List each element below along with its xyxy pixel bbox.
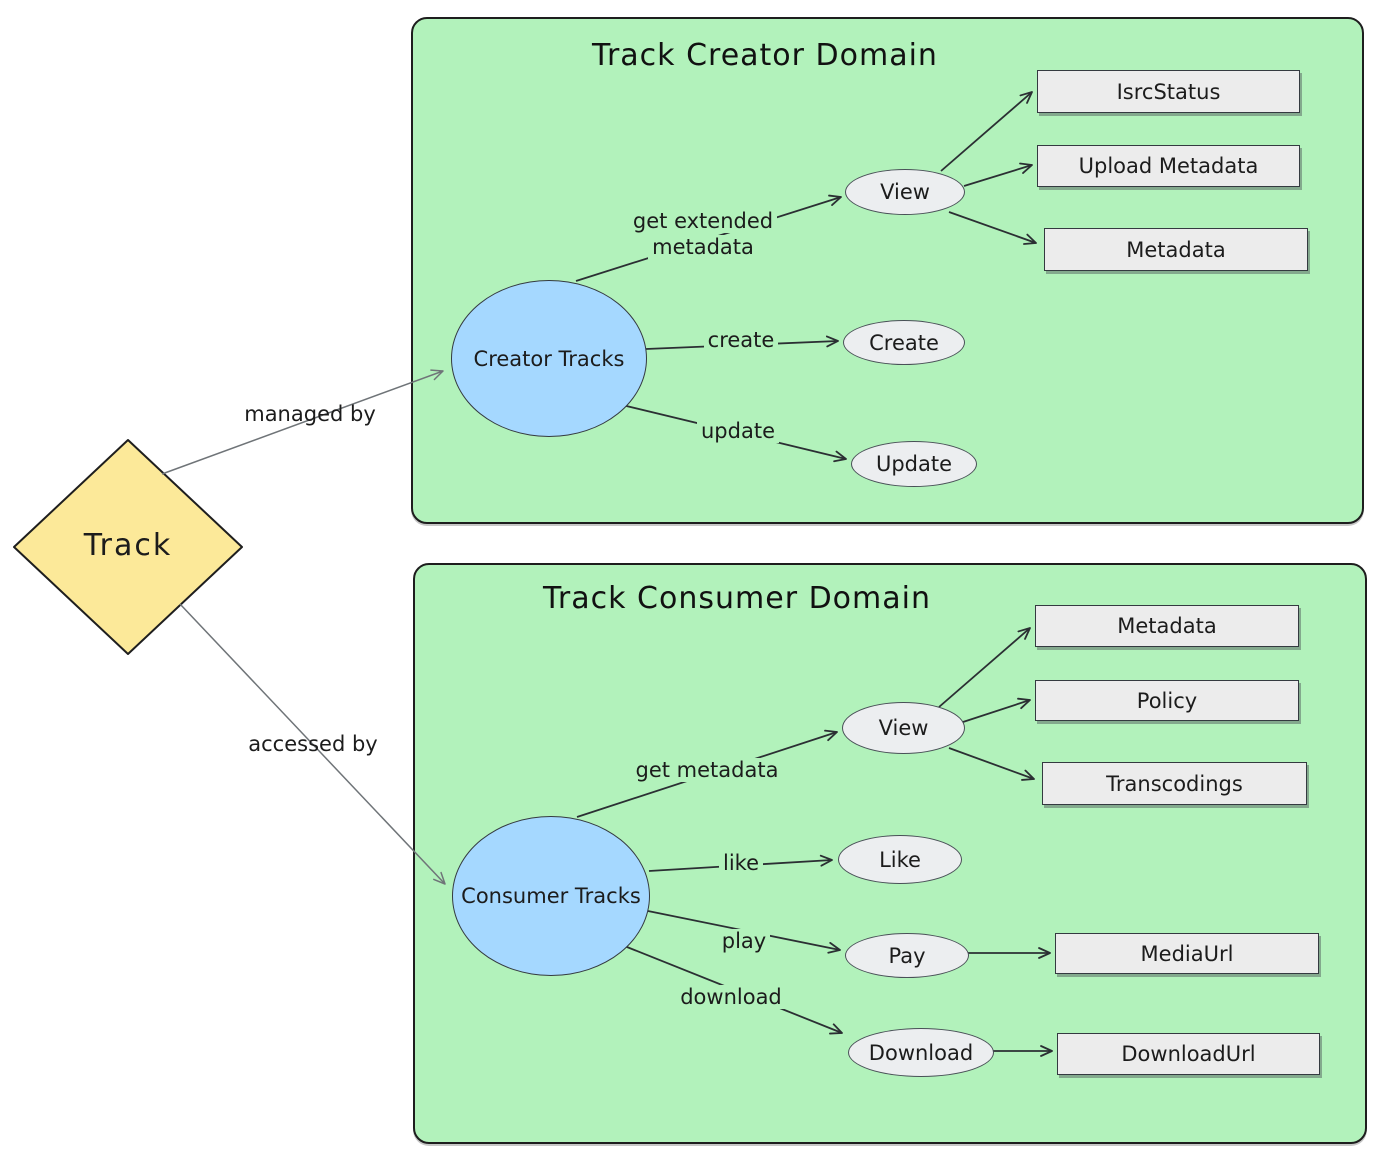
play-edge-label: play: [694, 928, 794, 954]
track-entity-diamond[interactable]: [13, 439, 243, 655]
managed-by-edge-label: managed by: [244, 402, 376, 426]
consumer-metadata-label: Metadata: [1117, 614, 1217, 638]
update-edge-text: update: [697, 419, 779, 443]
get-extended-line1: get extended: [628, 209, 778, 233]
isrcstatus-label: IsrcStatus: [1116, 79, 1221, 104]
download-edge-text: download: [676, 985, 786, 1009]
creator-create-usecase[interactable]: Create: [843, 320, 965, 365]
edge-view-upload-metadata: [963, 162, 1033, 187]
edge-view-policy: [962, 697, 1031, 723]
pay-usecase-label: Pay: [888, 943, 926, 968]
download-usecase-label: Download: [868, 1040, 974, 1065]
accessed-by-edge-label: accessed by: [248, 732, 378, 756]
edge-view-metadata-creator: [948, 211, 1037, 245]
transcodings-label: Transcodings: [1106, 771, 1243, 796]
creator-view-label: View: [880, 180, 930, 204]
upload-metadata-box[interactable]: Upload Metadata: [1037, 145, 1300, 187]
edge-managed-by: [161, 369, 444, 475]
creator-update-usecase[interactable]: Update: [851, 441, 977, 487]
download-edge-label: download: [651, 984, 811, 1010]
creator-domain-title: Track Creator Domain: [592, 38, 938, 73]
isrcstatus-box[interactable]: IsrcStatus: [1037, 70, 1300, 113]
creator-tracks-label: Creator Tracks: [473, 346, 625, 371]
creator-tracks-actor[interactable]: Creator Tracks: [451, 280, 647, 437]
creator-view-usecase[interactable]: View: [845, 169, 965, 215]
edge-view-isrcstatus: [940, 91, 1033, 172]
creator-update-label: Update: [875, 452, 953, 476]
edge-view-transcodings: [948, 747, 1035, 781]
consumer-tracks-actor[interactable]: Consumer Tracks: [452, 816, 650, 976]
transcodings-box[interactable]: Transcodings: [1042, 762, 1307, 805]
consumer-domain-title: Track Consumer Domain: [543, 581, 931, 616]
policy-label: Policy: [1136, 688, 1198, 713]
downloadurl-box[interactable]: DownloadUrl: [1057, 1033, 1320, 1075]
edge-view-metadata-consumer: [938, 627, 1031, 708]
like-edge-text: like: [718, 851, 763, 875]
get-extended-metadata-edge-label: get extended metadata: [603, 208, 803, 260]
get-metadata-edge-label: get metadata: [607, 757, 807, 783]
get-extended-line2: metadata: [648, 235, 758, 259]
like-usecase[interactable]: Like: [838, 835, 962, 884]
mediaurl-label: MediaUrl: [1140, 941, 1234, 966]
downloadurl-label: DownloadUrl: [1121, 1042, 1256, 1066]
creator-metadata-label: Metadata: [1126, 237, 1226, 262]
edge-accessed-by: [179, 603, 446, 885]
consumer-metadata-box[interactable]: Metadata: [1035, 605, 1299, 647]
pay-usecase[interactable]: Pay: [845, 933, 969, 978]
consumer-tracks-label: Consumer Tracks: [461, 884, 641, 908]
consumer-view-usecase[interactable]: View: [842, 702, 965, 754]
creator-create-label: Create: [869, 330, 939, 355]
create-edge-text: create: [703, 328, 779, 352]
mediaurl-box[interactable]: MediaUrl: [1055, 933, 1319, 974]
like-usecase-label: Like: [879, 847, 921, 872]
upload-metadata-label: Upload Metadata: [1078, 154, 1259, 178]
get-metadata-edge-text: get metadata: [631, 758, 783, 782]
update-edge-label: update: [678, 418, 798, 444]
track-entity-label: Track: [83, 528, 173, 563]
consumer-view-label: View: [878, 716, 929, 740]
download-usecase[interactable]: Download: [848, 1028, 994, 1077]
like-edge-label: like: [691, 850, 791, 876]
creator-metadata-box[interactable]: Metadata: [1044, 228, 1308, 271]
policy-box[interactable]: Policy: [1035, 680, 1299, 721]
play-edge-text: play: [717, 929, 771, 953]
create-edge-label: create: [681, 327, 801, 353]
